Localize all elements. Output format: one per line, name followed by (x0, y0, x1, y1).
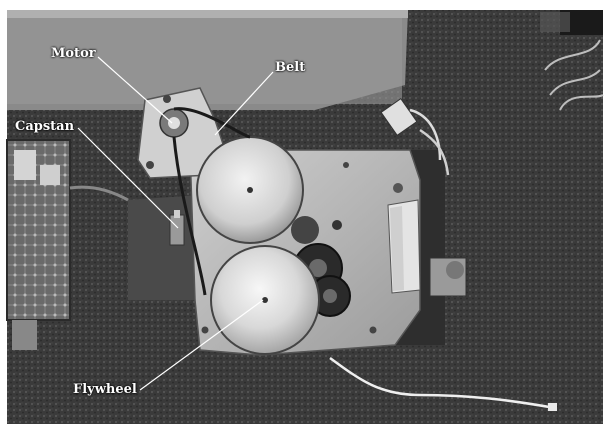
label-sticker (387, 199, 421, 294)
gear-assembly (291, 216, 351, 317)
motor-pulley (159, 108, 189, 138)
upper-pulley-disc (196, 136, 304, 244)
connector-right (380, 97, 467, 297)
flywheel (210, 245, 320, 355)
capstan-label: Capstan (15, 119, 75, 134)
capstan (169, 210, 185, 246)
capstan-leader-line (77, 127, 179, 229)
flywheel-label: Flywheel (73, 382, 137, 397)
photo-area (6, 10, 604, 424)
belt-label: Belt (275, 60, 306, 75)
circuit-board (6, 139, 71, 350)
white-wire (329, 356, 556, 410)
belt-leader-line (214, 71, 274, 136)
base-block (128, 195, 200, 300)
flywheel-leader-line (139, 299, 264, 391)
wires-right (544, 39, 604, 111)
belt (172, 107, 251, 296)
leader-lines (77, 56, 274, 391)
motor-label: Motor (51, 46, 96, 61)
motor-leader-line (97, 56, 173, 124)
